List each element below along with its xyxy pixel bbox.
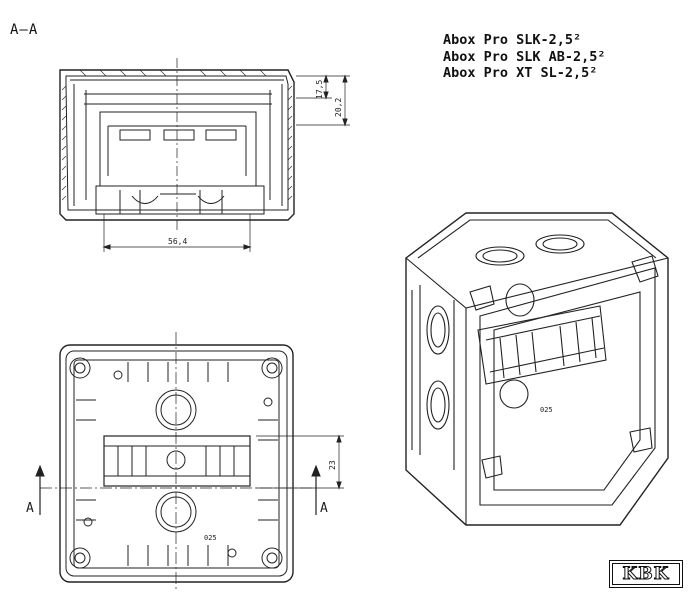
dim-20-2: 20,2 <box>334 98 343 117</box>
product-title: Abox Pro SLK-2,5² <box>443 32 582 48</box>
section-view <box>59 58 350 252</box>
part-mark-top-view: 025 <box>204 534 217 542</box>
product-titles: Abox Pro SLK-2,5² Abox Pro SLK AB-2,5² A… <box>443 32 606 82</box>
corner-screws <box>69 357 283 569</box>
kbk-logo: KBK <box>609 560 683 588</box>
section-label: A–A <box>10 22 39 38</box>
isometric-view <box>405 212 669 526</box>
dim-56-4: 56,4 <box>168 237 187 246</box>
product-title: Abox Pro SLK AB-2,5² <box>443 48 606 65</box>
product-title: Abox Pro XT SL-2,5² <box>443 65 598 81</box>
top-view <box>35 332 344 592</box>
section-marker-right: A <box>320 501 328 516</box>
section-marker-left: A <box>26 501 34 516</box>
part-mark-iso-view: 025 <box>540 406 553 414</box>
logo-text: KBK <box>612 563 680 585</box>
dim-23: 23 <box>328 460 337 470</box>
dim-17-5: 17,5 <box>315 80 324 99</box>
